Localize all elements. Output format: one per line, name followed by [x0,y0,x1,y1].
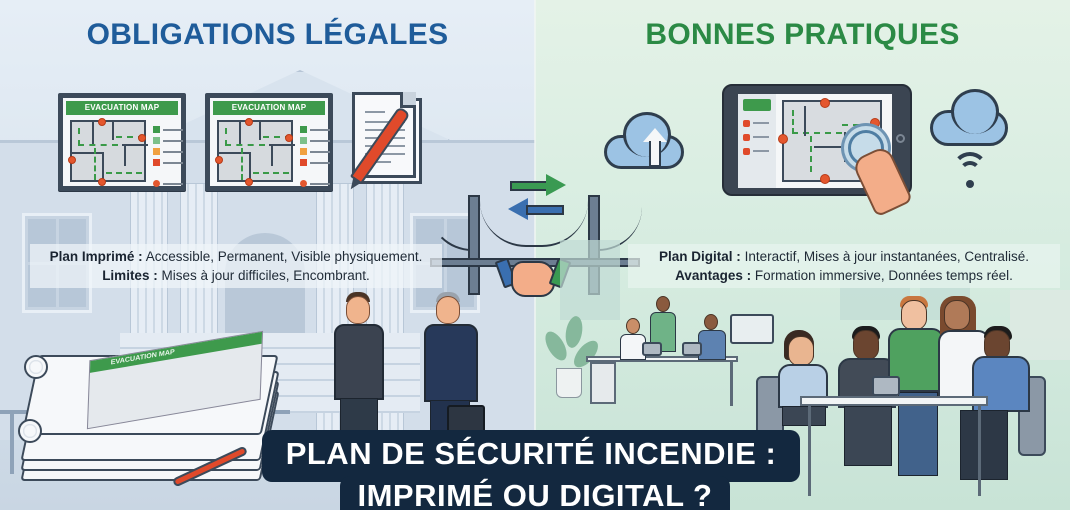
cloud-wifi-icon [930,89,1008,146]
caption-text-digital-plan: Interactif, Mises à jour instantanées, C… [740,249,1029,264]
caption-label-digital-plan: Plan Digital : [659,249,741,264]
caption-text-advantages: Formation immersive, Données temps réel. [751,268,1013,283]
paper-map-header: EVACUATION MAP [89,331,263,373]
bridge-tower [468,195,480,295]
caption-label-printed-plan: Plan Imprimé : [49,249,143,264]
banner-title-line1: PLAN DE SÉCURITÉ INCENDIE : [285,436,777,471]
briefcase-icon [447,405,485,433]
map-legend [153,124,183,189]
panel-divider [534,0,536,510]
digital-plan-caption: Plan Digital : Interactif, Mises à jour … [628,244,1060,288]
caption-label-limits: Limites : [102,268,158,283]
paper-stack-icon: EVACUATION MAP [18,330,280,485]
title-best-practices: BONNES PRATIQUES [645,18,960,51]
upload-arrow-icon [643,128,667,142]
tablet-in-hand-icon [872,376,900,396]
paper-roll [18,419,42,443]
laptop-icon [642,342,662,356]
banner-title-line2: IMPRIMÉ OU DIGITAL ? [357,478,713,510]
tablet-sidebar [738,94,776,188]
office-window [560,240,620,320]
wifi-icon [952,152,988,188]
caption-text-limits: Mises à jour difficiles, Encombrant. [157,268,370,283]
evacuation-map-frame: EVACUATION MAP [205,93,333,191]
evacuation-map-frame: EVACUATION MAP [58,93,186,191]
caption-text-printed-plan: Accessible, Permanent, Visible physiquem… [142,249,423,264]
title-legal-obligations: OBLIGATIONS LÉGALES [86,18,449,51]
bookshelf [1010,290,1070,360]
paper-roll [24,355,48,379]
caption-label-advantages: Avantages : [675,268,752,283]
title-banner-lower [340,476,730,510]
arrow-right-icon [510,174,566,196]
title-banner [262,430,800,482]
laptop-icon [682,342,702,356]
monitor-icon [730,314,774,344]
tablet-home-button [896,134,905,143]
desk-drawers [590,362,616,404]
upload-arrow-shaft [649,141,661,167]
floor-plan [68,118,148,186]
meeting-table [800,396,988,406]
plant-pot [556,368,582,398]
printed-plan-caption: Plan Imprimé : Accessible, Permanent, Vi… [30,244,442,288]
evacuation-map-header: EVACUATION MAP [66,101,178,115]
handshake-icon [494,255,572,299]
office-desk [586,356,738,362]
map-legend [300,124,330,189]
evacuation-map-header: EVACUATION MAP [213,101,325,115]
floor-plan [215,118,295,186]
